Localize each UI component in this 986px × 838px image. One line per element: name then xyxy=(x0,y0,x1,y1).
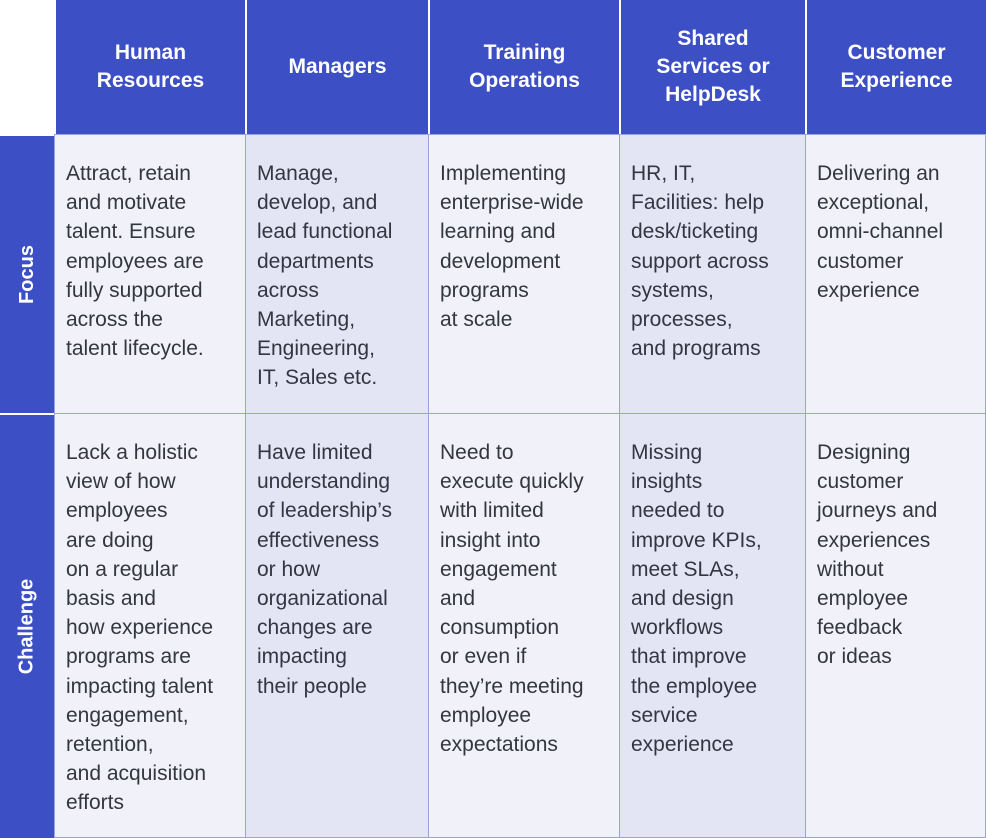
focus-cell-human-resources: Attract, retain and motivate talent. Ens… xyxy=(54,134,245,413)
column-header-human-resources: Human Resources xyxy=(54,0,245,134)
row-header-focus: Focus xyxy=(0,134,54,413)
row-header-challenge: Challenge xyxy=(0,413,54,838)
row-label-challenge: Challenge xyxy=(15,578,38,675)
challenge-cell-human-resources: Lack a holistic view of how employees ar… xyxy=(54,413,245,838)
focus-cell-shared-services: HR, IT, Facilities: help desk/ticketing … xyxy=(619,134,805,413)
challenge-cell-managers: Have limited understanding of leadership… xyxy=(245,413,428,838)
focus-cell-managers: Manage, develop, and lead functional dep… xyxy=(245,134,428,413)
column-header-training-operations: Training Operations xyxy=(428,0,619,134)
column-header-customer-experience: Customer Experience xyxy=(805,0,986,134)
focus-cell-training-operations: Implementing enterprise-wide learning an… xyxy=(428,134,619,413)
row-label-focus: Focus xyxy=(15,245,38,304)
challenge-cell-customer-experience: Designing customer journeys and experien… xyxy=(805,413,986,838)
column-header-shared-services: Shared Services or HelpDesk xyxy=(619,0,805,134)
column-header-managers: Managers xyxy=(245,0,428,134)
focus-cell-customer-experience: Delivering an exceptional, omni-channel … xyxy=(805,134,986,413)
challenge-cell-training-operations: Need to execute quickly with limited ins… xyxy=(428,413,619,838)
challenge-cell-shared-services: Missing insights needed to improve KPIs,… xyxy=(619,413,805,838)
table-corner xyxy=(0,0,54,134)
